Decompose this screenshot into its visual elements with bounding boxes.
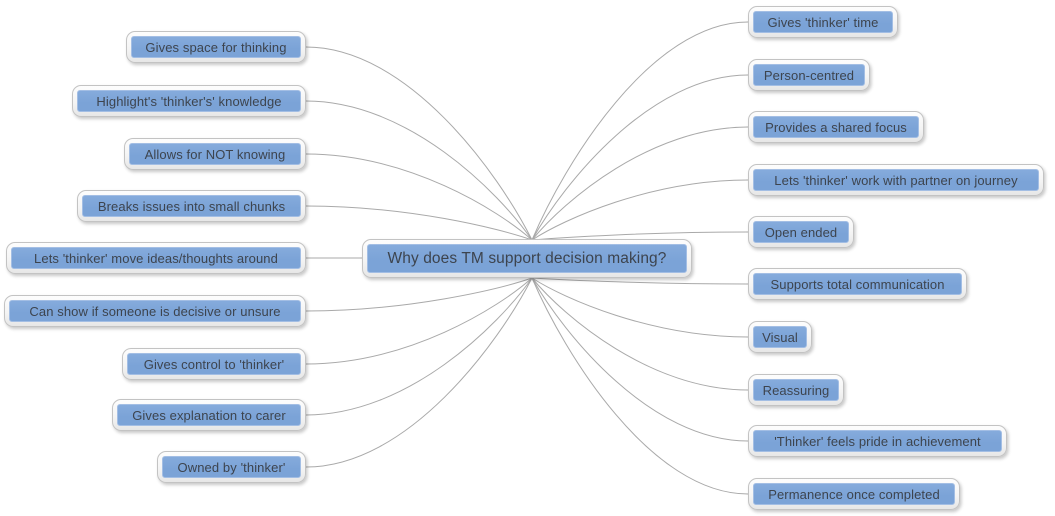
- connector-line: [305, 46, 533, 241]
- node-left-6[interactable]: Can show if someone is decisive or unsur…: [4, 295, 306, 327]
- node-label: 'Thinker' feels pride in achievement: [774, 433, 981, 449]
- node-label: Lets 'thinker' move ideas/thoughts aroun…: [34, 250, 278, 266]
- node-fill: Can show if someone is decisive or unsur…: [9, 300, 301, 322]
- node-fill: Breaks issues into small chunks: [82, 195, 301, 217]
- node-label: Gives control to 'thinker': [143, 356, 285, 372]
- node-fill: Permanence once completed: [753, 483, 955, 505]
- connector-line: [531, 277, 749, 442]
- node-fill: Lets 'thinker' move ideas/thoughts aroun…: [11, 247, 301, 269]
- node-label: Person-centred: [763, 67, 855, 83]
- node-fill: Gives space for thinking: [131, 36, 301, 58]
- central-topic[interactable]: Why does TM support decision making?: [362, 239, 692, 278]
- connector-line: [305, 277, 533, 312]
- node-label: Gives explanation to carer: [132, 407, 286, 423]
- node-right-3[interactable]: Provides a shared focus: [748, 111, 924, 143]
- node-label: Gives 'thinker' time: [767, 14, 879, 30]
- node-right-10[interactable]: Permanence once completed: [748, 478, 960, 510]
- node-label: Allows for NOT knowing: [144, 146, 286, 162]
- connector-line: [531, 231, 749, 241]
- node-right-6[interactable]: Supports total communication: [748, 268, 967, 300]
- node-right-2[interactable]: Person-centred: [748, 59, 870, 91]
- node-fill: Reassuring: [753, 379, 839, 401]
- node-fill: Provides a shared focus: [753, 116, 919, 138]
- node-label: Open ended: [764, 224, 838, 240]
- node-left-5[interactable]: Lets 'thinker' move ideas/thoughts aroun…: [6, 242, 306, 274]
- node-label: Supports total communication: [770, 276, 945, 292]
- connector-line: [305, 277, 533, 365]
- node-label: Breaks issues into small chunks: [97, 198, 286, 214]
- node-left-1[interactable]: Gives space for thinking: [126, 31, 306, 63]
- connector-line: [531, 277, 749, 391]
- connector-line: [305, 153, 533, 241]
- node-label: Owned by 'thinker': [177, 459, 286, 475]
- connector-line: [531, 277, 749, 285]
- node-left-4[interactable]: Breaks issues into small chunks: [77, 190, 306, 222]
- node-fill: Supports total communication: [753, 273, 962, 295]
- central-topic-label: Why does TM support decision making?: [387, 249, 667, 267]
- node-fill: Gives 'thinker' time: [753, 11, 893, 33]
- connector-line: [305, 277, 533, 416]
- node-left-9[interactable]: Owned by 'thinker': [157, 451, 306, 483]
- node-label: Reassuring: [762, 382, 830, 398]
- node-label: Permanence once completed: [768, 486, 940, 502]
- connector-line: [531, 179, 749, 241]
- node-label: Gives space for thinking: [145, 39, 287, 55]
- node-fill: Highlight's 'thinker's' knowledge: [77, 90, 301, 112]
- node-label: Can show if someone is decisive or unsur…: [29, 303, 281, 319]
- node-right-5[interactable]: Open ended: [748, 216, 854, 248]
- connector-line: [531, 126, 749, 241]
- node-label: Visual: [762, 329, 798, 345]
- connector-line: [531, 74, 749, 241]
- node-right-9[interactable]: 'Thinker' feels pride in achievement: [748, 425, 1007, 457]
- node-right-4[interactable]: Lets 'thinker' work with partner on jour…: [748, 164, 1044, 196]
- node-fill: Lets 'thinker' work with partner on jour…: [753, 169, 1039, 191]
- connector-line: [531, 277, 749, 338]
- node-label: Provides a shared focus: [765, 119, 907, 135]
- node-fill: Owned by 'thinker': [162, 456, 301, 478]
- node-fill: Person-centred: [753, 64, 865, 86]
- node-fill: Gives control to 'thinker': [127, 353, 301, 375]
- node-fill: 'Thinker' feels pride in achievement: [753, 430, 1002, 452]
- node-fill: Open ended: [753, 221, 849, 243]
- node-right-8[interactable]: Reassuring: [748, 374, 844, 406]
- node-label: Lets 'thinker' work with partner on jour…: [774, 172, 1018, 188]
- node-right-1[interactable]: Gives 'thinker' time: [748, 6, 898, 38]
- connector-line: [531, 21, 749, 241]
- connector-line: [305, 205, 533, 241]
- node-label: Highlight's 'thinker's' knowledge: [96, 93, 282, 109]
- node-left-8[interactable]: Gives explanation to carer: [112, 399, 306, 431]
- connector-line: [305, 277, 533, 468]
- node-right-7[interactable]: Visual: [748, 321, 812, 353]
- node-left-7[interactable]: Gives control to 'thinker': [122, 348, 306, 380]
- node-fill: Gives explanation to carer: [117, 404, 301, 426]
- node-left-2[interactable]: Highlight's 'thinker's' knowledge: [72, 85, 306, 117]
- node-fill: Allows for NOT knowing: [129, 143, 301, 165]
- node-left-3[interactable]: Allows for NOT knowing: [124, 138, 306, 170]
- central-topic-fill: Why does TM support decision making?: [367, 244, 687, 273]
- node-fill: Visual: [753, 326, 807, 348]
- connector-line: [531, 277, 749, 495]
- connector-line: [305, 100, 533, 241]
